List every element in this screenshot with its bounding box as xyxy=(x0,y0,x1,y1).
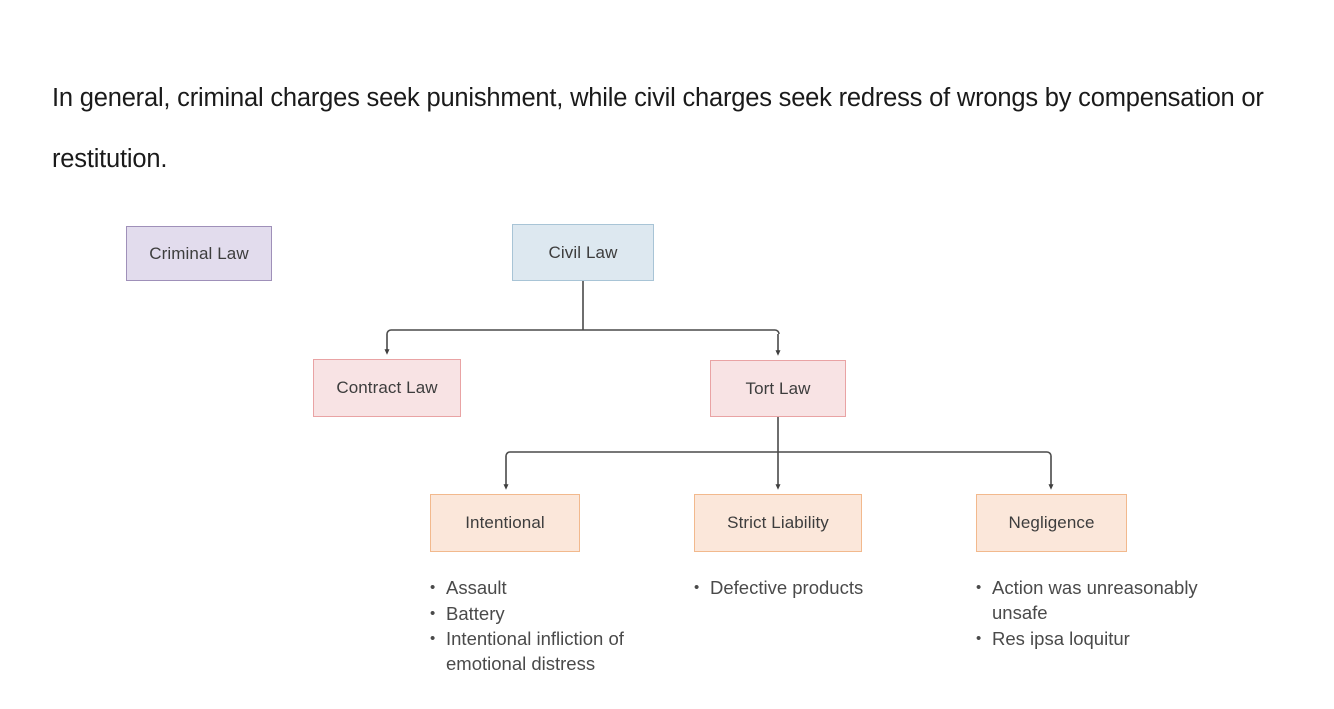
node-tort-law[interactable]: Tort Law xyxy=(710,360,846,417)
node-negligence[interactable]: Negligence xyxy=(976,494,1127,552)
node-criminal-law[interactable]: Criminal Law xyxy=(126,226,272,281)
edge-civil-corner-right xyxy=(774,329,780,335)
list-negligence-examples: Action was unreasonably unsafeRes ipsa l… xyxy=(976,575,1241,651)
intro-paragraph: In general, criminal charges seek punish… xyxy=(52,83,1271,173)
list-strict-liability-examples: Defective products xyxy=(694,575,944,601)
node-contract-law[interactable]: Contract Law xyxy=(313,359,461,417)
list-item: Intentional infliction of emotional dist… xyxy=(430,626,680,676)
list-item: Res ipsa loquitur xyxy=(976,626,1241,651)
list-item: Action was unreasonably unsafe xyxy=(976,575,1241,625)
node-strict-liability[interactable]: Strict Liability xyxy=(694,494,862,552)
list-item: Battery xyxy=(430,601,680,626)
edge-tort-corner-left xyxy=(505,451,511,457)
edge-civil-corner-left xyxy=(386,329,392,335)
list-item: Assault xyxy=(430,575,680,600)
node-civil-law[interactable]: Civil Law xyxy=(512,224,654,281)
edge-tort-corner-right xyxy=(1046,451,1052,457)
list-intentional-examples: AssaultBatteryIntentional infliction of … xyxy=(430,575,680,677)
list-item: Defective products xyxy=(694,575,944,600)
node-intentional[interactable]: Intentional xyxy=(430,494,580,552)
